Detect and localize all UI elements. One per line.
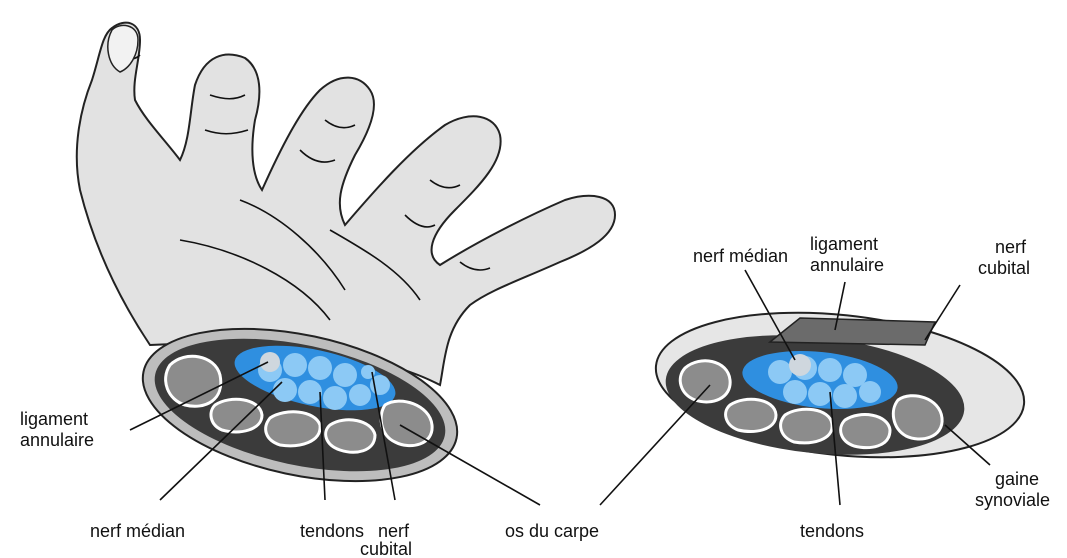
right-ligament-cut xyxy=(770,318,935,345)
hand-outline xyxy=(77,23,615,385)
right-nerf-cubital-label-line2: cubital xyxy=(978,258,1030,278)
os-du-carpe-label: os du carpe xyxy=(505,521,599,541)
right-nerf-cubital-label-line1: nerf xyxy=(995,237,1027,257)
right-nerf-median-label: nerf médian xyxy=(693,246,788,266)
hand-illustration xyxy=(77,23,615,385)
left-ligament-label-line2: annulaire xyxy=(20,430,94,450)
right-nerf-median-dot xyxy=(789,354,811,376)
left-nerf-cubital-label-line1: nerf xyxy=(378,521,410,541)
left-nerf-median-label: nerf médian xyxy=(90,521,185,541)
right-tendons-label: tendons xyxy=(800,521,864,541)
right-ligament-label-line2: annulaire xyxy=(810,255,884,275)
left-nerf-cubital-label-line2: cubital xyxy=(360,539,412,558)
left-nerf-median-dot xyxy=(260,352,280,372)
page-background xyxy=(560,0,1067,558)
right-ligament-label-line1: ligament xyxy=(810,234,878,254)
left-tendons-label: tendons xyxy=(300,521,364,541)
right-gaine-label-line2: synoviale xyxy=(975,490,1050,510)
right-gaine-label-line1: gaine xyxy=(995,469,1039,489)
left-ligament-label-line1: ligament xyxy=(20,409,88,429)
